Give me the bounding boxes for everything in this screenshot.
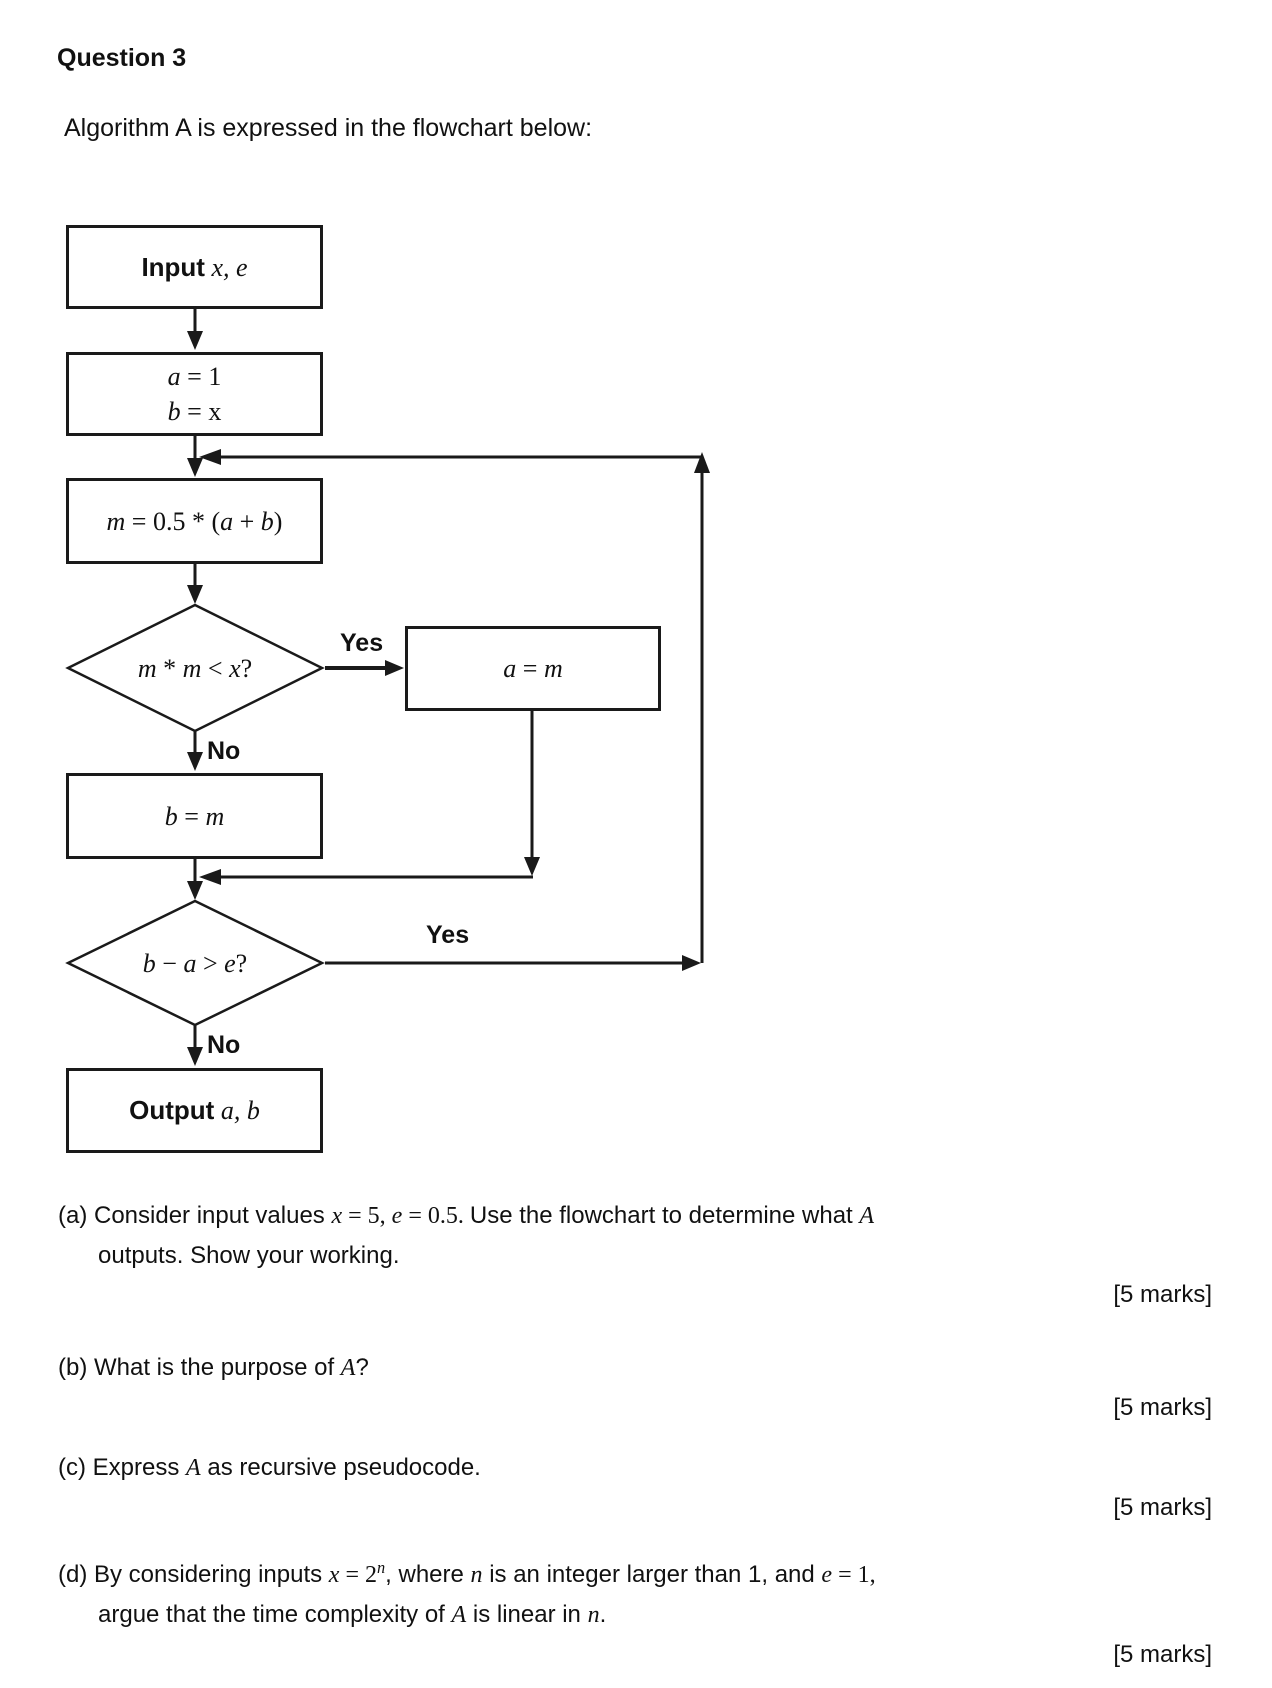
- question-c: (c) Express A as recursive pseudocode. […: [58, 1448, 1212, 1527]
- intro-text: Algorithm A is expressed in the flowchar…: [64, 114, 593, 142]
- flowchart-node-input: Input x, e: [66, 225, 323, 309]
- flowchart-decision-b-minus-a: b − a > e?: [142, 949, 248, 978]
- flowchart-node-assign-a: a = m: [405, 626, 661, 711]
- page-title: Question 3: [57, 44, 187, 72]
- question-a: (a) Consider input values x = 5, e = 0.5…: [58, 1196, 1212, 1314]
- question-a-text: (a) Consider input values x = 5, e = 0.5…: [58, 1202, 875, 1269]
- node-assign-b-label: b = m: [164, 801, 225, 831]
- node-assign-a-label: a = m: [503, 654, 563, 683]
- flowchart-node-output: Output a, b: [66, 1068, 323, 1153]
- question-d: (d) By considering inputs x = 2n, where …: [58, 1548, 1212, 1674]
- question-d-text: (d) By considering inputs x = 2n, where …: [58, 1558, 876, 1628]
- flowchart-connectors: [65, 309, 710, 1066]
- edge-label-no-1: No: [207, 737, 241, 765]
- edge-label-yes-1: Yes: [340, 629, 384, 657]
- flowchart-node-midpoint: m = 0.5 * (a + b): [66, 478, 323, 564]
- question-d-marks: [5 marks]: [1113, 1641, 1212, 1668]
- flowchart-decision-mm-less-x: m * m < x?: [137, 654, 253, 683]
- node-output-label: Output a, b: [129, 1095, 260, 1125]
- question-b-marks: [5 marks]: [1113, 1394, 1212, 1421]
- node-input-label: Input x, e: [141, 251, 248, 282]
- flowchart-node-assign-b: b = m: [66, 773, 323, 859]
- edge-label-no-2: No: [207, 1031, 241, 1059]
- question-c-text: (c) Express A as recursive pseudocode.: [58, 1454, 481, 1481]
- question-b-text: (b) What is the purpose of A?: [58, 1354, 369, 1381]
- question-c-marks: [5 marks]: [1113, 1494, 1212, 1521]
- edge-label-yes-2: Yes: [426, 921, 470, 949]
- question-a-marks: [5 marks]: [1113, 1281, 1212, 1308]
- question-b: (b) What is the purpose of A? [5 marks]: [58, 1348, 1212, 1427]
- node-midpoint-label: m = 0.5 * (a + b): [106, 506, 283, 536]
